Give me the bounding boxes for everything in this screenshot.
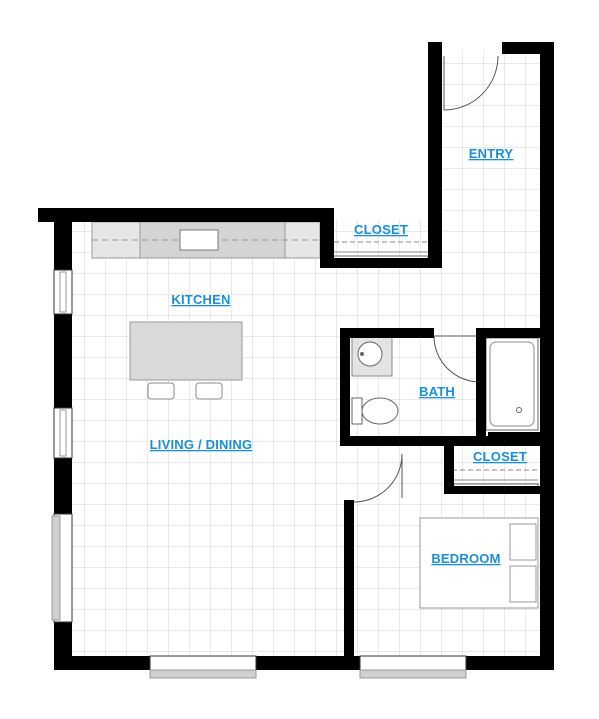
door-swings xyxy=(353,55,499,503)
windows xyxy=(51,269,467,679)
stool-icon xyxy=(147,382,175,400)
toilet-icon xyxy=(361,397,399,425)
room-label-bath: BATH xyxy=(419,384,455,399)
stool-icon xyxy=(195,382,223,400)
bed xyxy=(419,517,539,609)
room-label-closet-entry: CLOSET xyxy=(354,222,408,237)
kitchen-island xyxy=(129,321,243,400)
room-label-kitchen: KITCHEN xyxy=(171,292,230,307)
room-label-living-dining: LIVING / DINING xyxy=(150,437,253,452)
room-label-entry: ENTRY xyxy=(469,146,514,161)
sink-icon xyxy=(357,341,383,367)
room-labels: ENTRY CLOSET KITCHEN BATH CLOSET LIVING … xyxy=(150,146,527,566)
room-label-closet-bed: CLOSET xyxy=(473,449,527,464)
bath-fixtures xyxy=(351,335,539,431)
kitchen-sink-icon xyxy=(179,229,219,251)
room-label-bedroom: BEDROOM xyxy=(431,551,500,566)
toilet-tank-icon xyxy=(351,397,363,425)
kitchen-counter xyxy=(91,221,321,259)
